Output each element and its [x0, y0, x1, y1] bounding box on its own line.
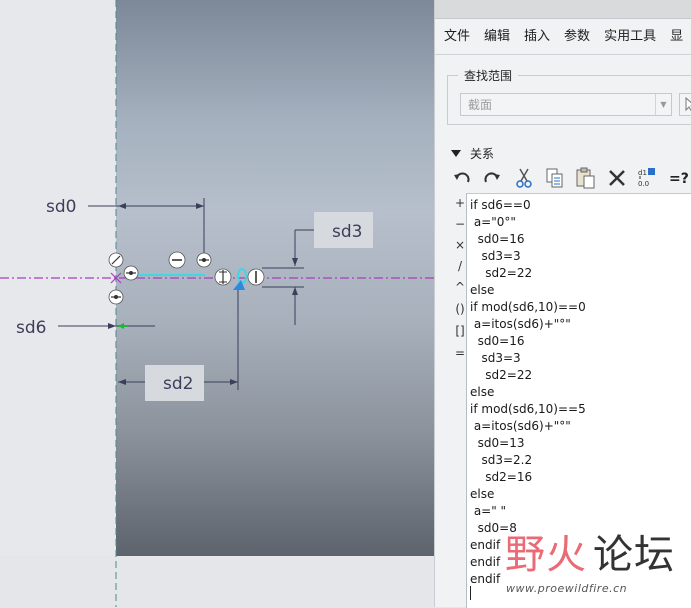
operator-brackets[interactable]: [] [455, 324, 465, 338]
delete-button[interactable] [605, 166, 629, 190]
relation-line: a=itos(sd6)+"°" [470, 317, 571, 331]
cut-button[interactable] [512, 166, 536, 190]
delete-icon [609, 170, 625, 186]
menu-file[interactable]: 文件 [444, 29, 471, 44]
relation-line: a=itos(sd6)+"°" [470, 419, 571, 433]
undo-icon [454, 172, 470, 183]
operator-multiply[interactable]: × [454, 238, 466, 252]
left-strip [0, 0, 116, 607]
menu-edit[interactable]: 编辑 [484, 29, 511, 44]
paste-button[interactable] [574, 166, 598, 190]
panel-titlebar [435, 0, 691, 19]
dim-label-sd0: sd0 [46, 197, 76, 217]
sketch-constraint-icons [108, 251, 265, 305]
relation-line: a="0°" [470, 215, 516, 229]
relations-section-title: 关系 [470, 147, 495, 161]
redo-button[interactable] [481, 166, 505, 190]
relation-line: else [470, 385, 495, 399]
sketch-canvas[interactable]: sd0 sd3 sd6 sd2 [0, 0, 434, 607]
evaluate-button[interactable]: =? [667, 166, 691, 190]
dim-label-sd6: sd6 [16, 318, 46, 338]
relation-line: sd0=8 [470, 521, 517, 535]
watermark-text-dark: 论坛 [593, 532, 675, 578]
relations-section-header[interactable]: 关系 [451, 145, 494, 162]
scope-select[interactable]: 截面 ▼ [460, 93, 672, 116]
dimension-sd0[interactable]: sd0 [46, 197, 205, 262]
sort-relations-button[interactable]: d1 0.0 [636, 166, 660, 190]
relation-line: sd3=3 [470, 351, 521, 365]
undo-button[interactable] [450, 166, 474, 190]
watermark-text-red: 野火 [505, 532, 587, 578]
copy-icon [546, 168, 563, 188]
relation-line: sd2=22 [470, 368, 533, 382]
relation-line: sd0=16 [470, 232, 525, 246]
menu-insert[interactable]: 插入 [524, 29, 551, 44]
relations-editor[interactable]: if sd6==0 a="0°" sd0=16 sd3=3 sd2=22 else… [466, 193, 691, 608]
relation-line: endif [470, 572, 501, 586]
dim-label-sd2: sd2 [163, 374, 193, 394]
scope-legend: 查找范围 [458, 67, 519, 84]
relation-line: sd3=3 [470, 249, 521, 263]
relation-line: endif [470, 538, 501, 552]
cut-icon [516, 168, 532, 188]
relation-line: endif [470, 555, 501, 569]
relation-line: else [470, 487, 495, 501]
collapse-triangle-icon[interactable] [451, 150, 461, 157]
operator-parentheses[interactable]: () [455, 302, 465, 316]
svg-text:=?: =? [669, 171, 689, 187]
text-caret [470, 586, 471, 600]
relation-line: a=" " [470, 504, 507, 518]
bottom-strip [0, 556, 434, 607]
evaluate-icon: =? [669, 171, 689, 187]
dimension-sd6[interactable]: sd6 [16, 318, 155, 338]
forum-watermark: 野火 论坛 www.proewildfire.cn [505, 522, 691, 602]
relation-line: else [470, 283, 495, 297]
dim-label-sd3: sd3 [332, 222, 362, 242]
copy-button[interactable] [543, 166, 567, 190]
redo-icon [484, 172, 500, 183]
relation-line: sd2=16 [470, 470, 533, 484]
select-cursor-button[interactable] [679, 93, 691, 116]
relation-line: sd2=22 [470, 266, 533, 280]
watermark-url: www.proewildfire.cn [506, 582, 628, 595]
chevron-down-icon[interactable]: ▼ [655, 94, 671, 115]
paste-icon [576, 167, 595, 189]
menu-show[interactable]: 显 [670, 29, 684, 44]
dimension-sd2[interactable]: sd2 [118, 290, 239, 401]
svg-text:0.0: 0.0 [638, 180, 649, 188]
operator-power[interactable]: ^ [454, 280, 466, 294]
menu-parameters[interactable]: 参数 [564, 29, 591, 44]
menubar: 文件编辑插入参数实用工具显 [435, 25, 688, 49]
relation-line: sd0=16 [470, 334, 525, 348]
relation-line: sd3=2.2 [470, 453, 533, 467]
svg-text:d1: d1 [638, 169, 647, 177]
scope-select-value: 截面 [468, 98, 493, 112]
relations-text: if sd6==0 a="0°" sd0=16 sd3=3 sd2=22 else… [470, 197, 586, 588]
cursor-icon [685, 96, 691, 112]
relation-line: if sd6==0 [470, 198, 531, 212]
sort-icon: d1 0.0 [638, 168, 655, 188]
dimension-sd3[interactable]: sd3 [262, 212, 373, 325]
menu-separator [435, 54, 691, 55]
menu-utilities[interactable]: 实用工具 [604, 29, 657, 44]
scope-group: 查找范围 截面 ▼ [447, 67, 691, 125]
relation-line: if mod(sd6,10)==0 [470, 300, 586, 314]
operator-equals[interactable]: = [454, 346, 466, 360]
relation-line: sd0=13 [470, 436, 525, 450]
operator-plus[interactable]: + [454, 196, 466, 210]
operator-minus[interactable]: − [454, 217, 466, 231]
relation-line: if mod(sd6,10)==5 [470, 402, 586, 416]
operator-divide[interactable]: / [457, 259, 463, 273]
relations-panel: 文件编辑插入参数实用工具显 查找范围 截面 ▼ 关系 [434, 0, 691, 608]
